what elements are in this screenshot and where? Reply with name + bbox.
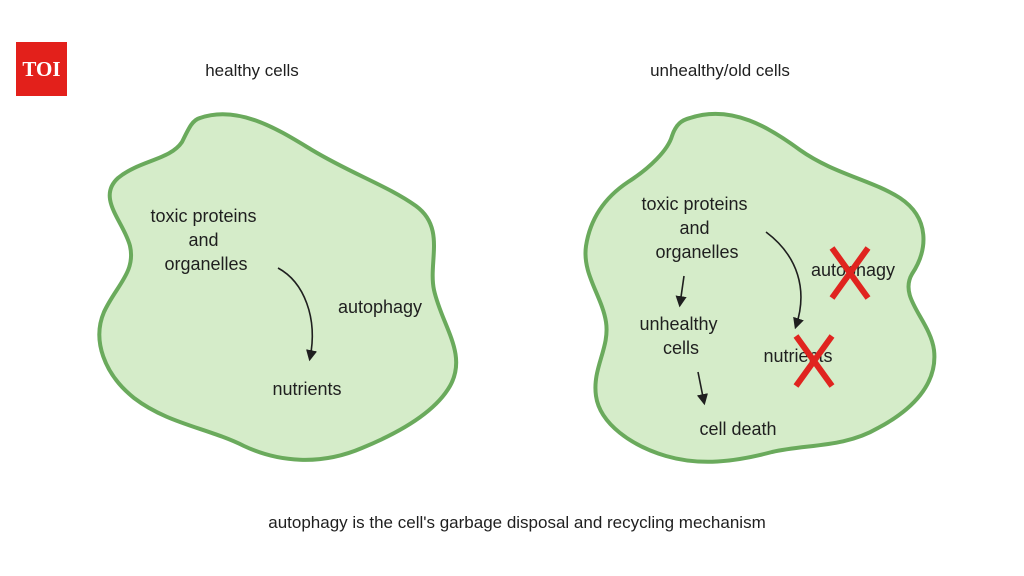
- right-panel-title: unhealthy/old cells: [650, 61, 790, 80]
- right-intermediate-line-2: cells: [663, 338, 699, 358]
- left-panel-title: healthy cells: [205, 61, 299, 80]
- left-result-label: nutrients: [272, 379, 341, 399]
- left-autophagy-arrow: [277, 267, 318, 362]
- right-source-line-1: toxic proteins: [641, 194, 747, 214]
- left-source-line-1: toxic proteins: [150, 206, 256, 226]
- left-source-line-2: and: [188, 230, 218, 250]
- left-source-line-3: organelles: [164, 254, 247, 274]
- healthy-cell-shape: [97, 112, 459, 462]
- unhealthy-cell-shape: [583, 111, 937, 464]
- toi-logo: TOI: [16, 42, 67, 96]
- red-x-icon: [829, 246, 871, 300]
- right-source-line-2: and: [679, 218, 709, 238]
- right-source-label: toxic proteins and organelles: [641, 194, 752, 262]
- right-arrow-to-unhealthy: [675, 275, 687, 308]
- right-arrow-to-death: [696, 371, 708, 406]
- red-x-icon: [793, 334, 835, 388]
- right-blocked-autophagy-arrow: [765, 231, 804, 330]
- left-source-label: toxic proteins and organelles: [150, 206, 261, 274]
- right-source-line-3: organelles: [655, 242, 738, 262]
- right-outcome-label: cell death: [699, 419, 776, 439]
- right-intermediate-line-1: unhealthy: [639, 314, 717, 334]
- left-process-label: autophagy: [338, 297, 422, 317]
- diagram-caption: autophagy is the cell's garbage disposal…: [268, 513, 765, 532]
- right-intermediate-label: unhealthy cells: [639, 314, 722, 358]
